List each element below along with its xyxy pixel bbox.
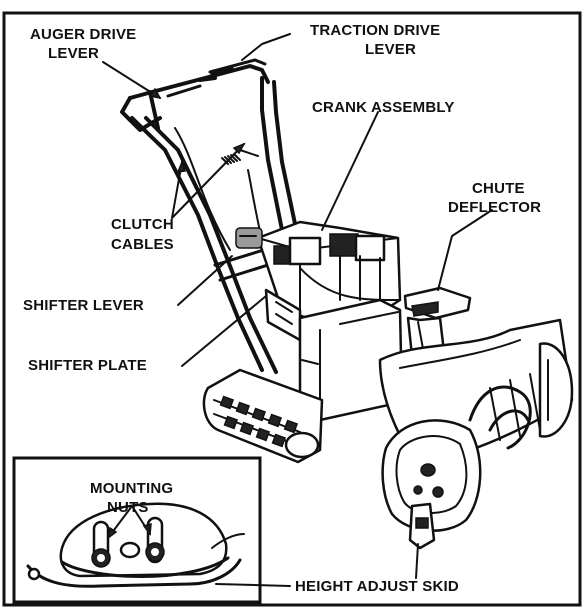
label-clutch-cables-line2: CABLES [111,236,174,253]
track-assembly [202,368,324,464]
outer-frame [2,11,582,607]
label-traction-drive-lever-line2: LEVER [365,41,416,58]
label-mounting-nuts-line1: MOUNTING [90,480,173,497]
label-auger-drive-lever-line2: LEVER [48,45,99,62]
engine-body [235,220,404,422]
label-traction-drive-lever-line1: TRACTION DRIVE [310,22,440,39]
label-clutch-cables-line1: CLUTCH [111,216,174,233]
leader-skid-main [415,543,419,579]
leader-height-adjust-skid [215,583,291,587]
label-auger-drive-lever-line1: AUGER DRIVE [30,26,136,43]
auger-housing [378,318,574,550]
leader-lines [102,33,493,587]
label-height-adjust-skid: HEIGHT ADJUST SKID [295,578,459,595]
leader-chute-deflector [437,209,493,291]
label-chute-deflector-line1: CHUTE [472,180,525,197]
leader-shifter-plate [181,295,267,367]
inset-box [12,456,262,604]
leader-shifter-lever [177,255,233,306]
leader-auger-drive-lever [102,61,161,99]
leader-crank-assembly [321,111,379,231]
label-chute-deflector-line2: DEFLECTOR [448,199,541,216]
label-shifter-lever: SHIFTER LEVER [23,297,144,314]
label-crank-assembly: CRANK ASSEMBLY [312,99,455,116]
leader-traction-drive-lever [241,33,291,61]
label-mounting-nuts-line2: NUTS [107,499,149,516]
label-shifter-plate: SHIFTER PLATE [28,357,147,374]
